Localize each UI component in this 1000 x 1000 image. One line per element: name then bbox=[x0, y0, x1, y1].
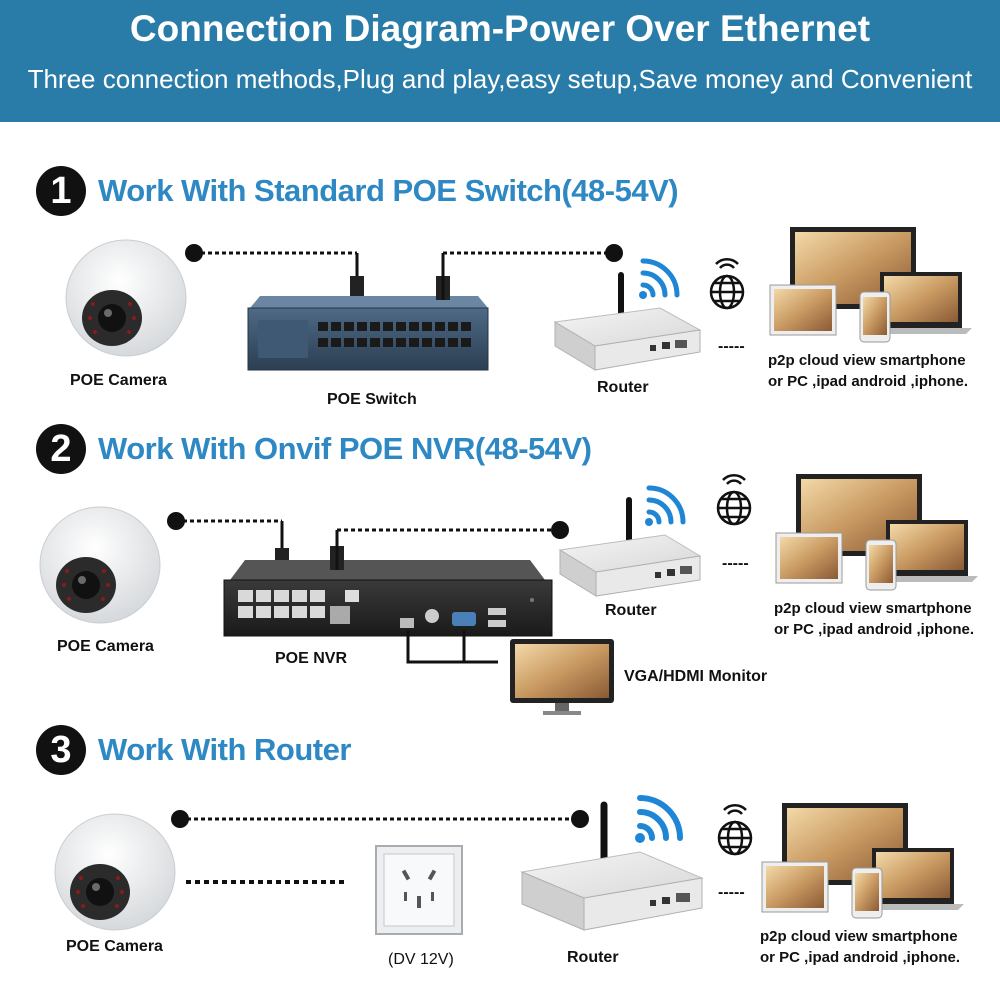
camera-label: POE Camera bbox=[70, 372, 167, 389]
p2p-line-2: or PC ,ipad android ,iphone. bbox=[768, 373, 969, 390]
wifi-signal-icon bbox=[646, 485, 686, 525]
router-icon bbox=[553, 272, 702, 371]
dash-connector: ----- bbox=[722, 555, 749, 572]
dome-camera-icon bbox=[65, 239, 187, 357]
vga-hdmi-monitor-icon bbox=[510, 639, 614, 715]
router-label: Router bbox=[605, 602, 657, 619]
p2p-description: p2p cloud view smartphone or PC ,ipad an… bbox=[774, 598, 974, 640]
section-number-badge: 2 bbox=[36, 424, 86, 474]
power-label: (DV 12V) bbox=[388, 951, 454, 968]
globe-icon bbox=[717, 803, 753, 856]
router-icon bbox=[558, 497, 702, 597]
dome-camera-icon bbox=[39, 506, 161, 624]
p2p-line-1: p2p cloud view smartphone bbox=[774, 600, 972, 617]
devices-cluster-icon bbox=[769, 227, 972, 343]
header-banner: Connection Diagram-Power Over Ethernet T… bbox=[0, 0, 1000, 122]
p2p-line-2: or PC ,ipad android ,iphone. bbox=[774, 621, 975, 638]
dash-connector: ----- bbox=[718, 884, 745, 901]
p2p-description: p2p cloud view smartphone or PC ,ipad an… bbox=[768, 350, 968, 392]
section-number-badge: 3 bbox=[36, 725, 86, 775]
router-icon bbox=[520, 801, 704, 931]
dash-connector: ----- bbox=[718, 338, 745, 355]
page-title: Connection Diagram-Power Over Ethernet bbox=[129, 8, 871, 49]
router-label: Router bbox=[567, 949, 619, 966]
p2p-line-2: or PC ,ipad android ,iphone. bbox=[760, 949, 961, 966]
monitor-label: VGA/HDMI Monitor bbox=[624, 668, 768, 685]
section-3-title: 3 Work With Router bbox=[36, 725, 351, 775]
wifi-signal-icon bbox=[637, 795, 683, 841]
dome-camera-icon bbox=[54, 813, 176, 931]
wifi-signal-icon bbox=[640, 258, 680, 298]
section-2-title: 2 Work With Onvif POE NVR(48-54V) bbox=[36, 424, 592, 474]
switch-label: POE Switch bbox=[327, 391, 417, 408]
p2p-description: p2p cloud view smartphone or PC ,ipad an… bbox=[760, 926, 960, 968]
section-title-text: Work With Onvif POE NVR(48-54V) bbox=[98, 431, 592, 466]
camera-label: POE Camera bbox=[57, 638, 154, 655]
camera-label: POE Camera bbox=[66, 938, 163, 955]
section-number-badge: 1 bbox=[36, 166, 86, 216]
section-1-title: 1 Work With Standard POE Switch(48-54V) bbox=[36, 166, 679, 216]
globe-icon bbox=[709, 257, 745, 310]
globe-icon bbox=[716, 473, 752, 526]
devices-cluster-icon bbox=[775, 474, 978, 591]
section-title-text: Work With Standard POE Switch(48-54V) bbox=[98, 173, 679, 208]
section-title-text: Work With Router bbox=[98, 732, 351, 767]
router-label: Router bbox=[597, 379, 649, 396]
page-subtitle: Three connection methods,Plug and play,e… bbox=[27, 64, 973, 94]
p2p-line-1: p2p cloud view smartphone bbox=[760, 928, 958, 945]
p2p-line-1: p2p cloud view smartphone bbox=[768, 352, 966, 369]
poe-switch-icon bbox=[247, 296, 489, 371]
devices-cluster-icon bbox=[761, 803, 964, 919]
nvr-label: POE NVR bbox=[275, 650, 348, 667]
power-outlet-icon bbox=[375, 845, 463, 935]
poe-nvr-icon bbox=[223, 560, 553, 637]
